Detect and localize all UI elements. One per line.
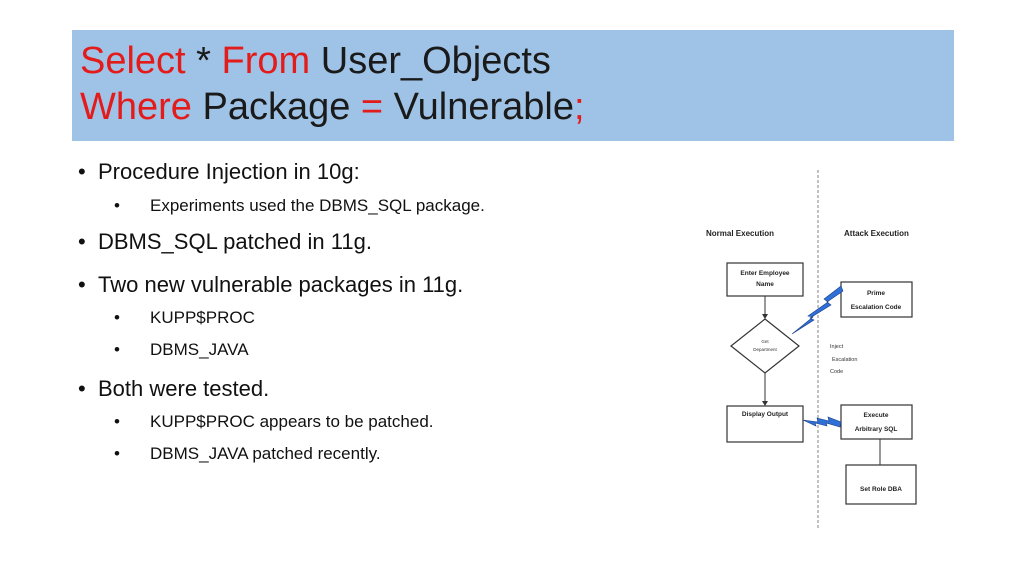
title-keyword-equals: = <box>360 86 384 128</box>
get-department-diamond <box>730 318 800 374</box>
bullet-item: • Procedure Injection in 10g: <box>76 158 636 186</box>
sub-bullet-item: • KUPP$PROC <box>76 307 636 329</box>
title-table-name: User_Objects <box>310 40 551 82</box>
prime-label-1: Prime <box>867 290 885 297</box>
title-column: Package <box>191 86 361 128</box>
sub-bullet-item: • DBMS_JAVA <box>76 339 636 361</box>
enter-employee-label-1: Enter Employee <box>740 270 790 277</box>
title-keyword-select: Select <box>80 40 186 82</box>
enter-employee-label-2: Name <box>756 281 774 288</box>
sub-bullet-item: • DBMS_JAVA patched recently. <box>76 443 636 465</box>
display-output-box <box>726 405 804 443</box>
title-keyword-where: Where <box>80 86 192 128</box>
sub-bullet-text: DBMS_JAVA <box>150 340 249 359</box>
sub-bullet-text: KUPP$PROC appears to be patched. <box>150 412 434 431</box>
bullet-dot: • <box>78 229 86 254</box>
sub-bullet-text: Experiments used the DBMS_SQL package. <box>150 196 485 215</box>
lightning-bolt-icon <box>802 416 842 428</box>
bullet-dot: • <box>78 272 86 297</box>
inject-label-3: Code <box>830 369 843 375</box>
bullet-dot: • <box>78 376 86 401</box>
title-keyword-from: From <box>221 40 311 82</box>
title-keyword-semicolon: ; <box>573 86 585 128</box>
bullet-item: • Two new vulnerable packages in 11g. <box>76 271 636 299</box>
bullet-dot: • <box>78 159 86 184</box>
sub-bullet-dot: • <box>114 412 120 431</box>
bullet-text: Procedure Injection in 10g: <box>98 159 360 184</box>
get-department-label-1: Get <box>761 339 769 344</box>
normal-execution-header: Normal Execution <box>706 229 774 238</box>
inject-label-1: Inject <box>830 344 844 350</box>
sub-bullet-dot: • <box>114 196 120 215</box>
sub-bullet-dot: • <box>114 444 120 463</box>
display-output-label: Display Output <box>742 411 789 418</box>
lightning-bolt-icon <box>791 285 844 335</box>
set-role-label: Set Role DBA <box>860 486 902 493</box>
prime-escalation-box <box>840 281 913 318</box>
title-line-2: Where Package = Vulnerable; <box>80 84 954 130</box>
bullet-text: Both were tested. <box>98 376 270 401</box>
inject-label-2: Escalation <box>832 357 857 363</box>
execute-arbitrary-sql-box <box>840 404 913 440</box>
sub-bullet-dot: • <box>114 308 120 327</box>
set-role-dba-box <box>845 464 917 505</box>
sub-bullet-text: KUPP$PROC <box>150 308 255 327</box>
arrowhead <box>762 314 768 319</box>
title-value: Vulnerable <box>383 86 574 128</box>
bullet-item: • Both were tested. <box>76 375 636 403</box>
injection-flow-diagram: Normal Execution Attack Execution Enter … <box>706 170 917 528</box>
get-department-label-2: Department <box>753 347 777 352</box>
title-line-1: Select * From User_Objects <box>80 38 954 84</box>
sub-bullet-dot: • <box>114 340 120 359</box>
bullet-item: • DBMS_SQL patched in 11g. <box>76 228 636 256</box>
sub-bullet-item: • Experiments used the DBMS_SQL package. <box>76 195 636 217</box>
sub-bullet-item: • KUPP$PROC appears to be patched. <box>76 411 636 433</box>
bullet-text: DBMS_SQL patched in 11g. <box>98 229 372 254</box>
attack-execution-header: Attack Execution <box>844 229 909 238</box>
title-star: * <box>185 40 222 82</box>
bullet-text: Two new vulnerable packages in 11g. <box>98 272 464 297</box>
enter-employee-box <box>726 262 804 297</box>
title-banner: Select * From User_Objects Where Package… <box>72 30 954 141</box>
prime-label-2: Escalation Code <box>851 304 902 311</box>
bullet-list: • Procedure Injection in 10g: • Experiment… <box>76 158 636 465</box>
arrowhead <box>762 401 768 406</box>
sub-bullet-text: DBMS_JAVA patched recently. <box>150 444 381 463</box>
execute-label-1: Execute <box>864 412 889 419</box>
execute-label-2: Arbitrary SQL <box>855 426 898 433</box>
